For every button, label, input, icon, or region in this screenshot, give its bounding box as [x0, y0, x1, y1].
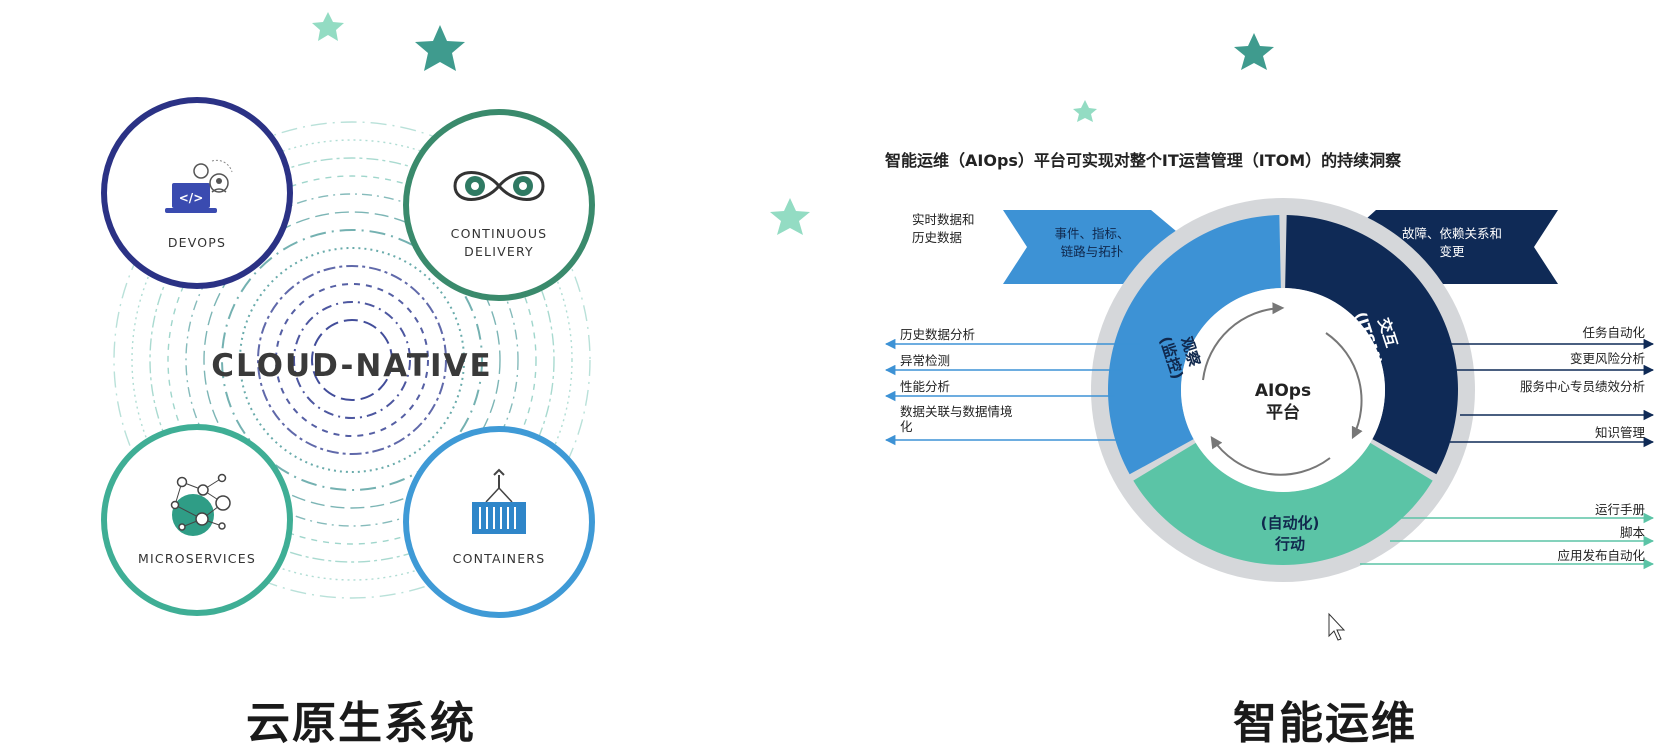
ripple-ring [293, 301, 411, 419]
star-icon [770, 198, 810, 235]
act-label-line2: 行动 [1274, 535, 1305, 553]
aiops-headline: 智能运维（AIOps）平台可实现对整个IT运营管理（ITOM）的持续洞察 [885, 151, 1402, 170]
act-automation-segment [1133, 442, 1433, 565]
devops-node: </> DEVOPS [101, 97, 293, 289]
mouse-cursor-icon [1328, 612, 1346, 641]
ripple-ring [275, 283, 429, 437]
microservices-node: MICROSERVICES [101, 424, 293, 616]
output-release-automation: 应用发布自动化 [1557, 548, 1645, 563]
ripple-ring [185, 193, 519, 527]
shipping-container-icon [472, 468, 526, 534]
aiops-center-line2: 平台 [1266, 402, 1300, 423]
observe-input-line1: 事件、指标、 [1054, 226, 1129, 241]
ripple-ring [221, 229, 483, 491]
aiops-center-line1: AIOps [1255, 381, 1311, 401]
engage-input-line1: 故障、依赖关系和 [1402, 226, 1502, 241]
act-label-line1: (自动化) [1261, 514, 1320, 532]
concentric-ripple-rings [113, 121, 591, 599]
output-runbook: 运行手册 [1595, 502, 1645, 517]
ripple-ring [149, 157, 555, 563]
output-task-automation: 任务自动化 [1582, 325, 1645, 340]
observe-monitor-segment [1108, 215, 1281, 475]
cloud-native-diagram: CLOUD-NATIVE </> DEVOPS [101, 97, 595, 618]
star-icon [312, 12, 344, 41]
output-knowledge-management: 知识管理 [1595, 425, 1646, 440]
act-output-arrows [1360, 512, 1655, 570]
data-source-line1: 实时数据和 [912, 212, 975, 227]
ripple-ring [167, 175, 537, 545]
continuous-delivery-line1: CONTINUOUS [451, 226, 548, 241]
output-anomaly-detection: 异常检测 [900, 353, 950, 368]
cloud-native-caption: 云原生系统 [246, 698, 476, 749]
output-agent-performance: 服务中心专员绩效分析 [1520, 379, 1645, 394]
continuous-delivery-line2: DELIVERY [464, 244, 534, 259]
engage-output-arrows [1440, 338, 1655, 448]
engage-itsm-segment [1285, 215, 1459, 475]
observe-input-line2: 链路与拓扑 [1061, 244, 1124, 259]
laptop-code-icon: </> [165, 159, 233, 213]
devops-label: DEVOPS [168, 235, 226, 250]
containers-node: CONTAINERS [403, 426, 595, 618]
ripple-ring [239, 247, 465, 473]
ripple-ring [257, 265, 447, 455]
aiops-diagram: 智能运维（AIOps）平台可实现对整个IT运营管理（ITOM）的持续洞察 事件、… [884, 151, 1655, 641]
output-data-correlation-line2: 化 [900, 419, 913, 434]
star-icon [415, 25, 465, 71]
network-nodes-icon [170, 473, 231, 536]
ripple-ring [203, 211, 501, 509]
output-scripts: 脚本 [1620, 525, 1646, 540]
containers-label: CONTAINERS [453, 551, 546, 566]
cloud-native-title: CLOUD-NATIVE [211, 348, 492, 384]
ripple-ring [311, 319, 393, 401]
observe-output-arrows [884, 338, 1140, 446]
ripple-ring [131, 139, 573, 581]
star-icon [1073, 100, 1097, 122]
output-change-risk: 变更风险分析 [1570, 351, 1645, 366]
svg-text:</>: </> [179, 191, 204, 205]
star-icon [1234, 33, 1274, 70]
engage-input-line2: 变更 [1439, 244, 1465, 259]
output-performance-analysis: 性能分析 [900, 379, 950, 394]
output-history-analysis: 历史数据分析 [900, 327, 975, 342]
data-source-line2: 历史数据 [912, 230, 962, 245]
decorative-stars [312, 12, 1274, 235]
infinity-gears-icon [453, 171, 545, 201]
aiops-caption: 智能运维 [1233, 698, 1417, 749]
microservices-label: MICROSERVICES [138, 551, 256, 566]
cycle-arrows-icon [1202, 302, 1363, 476]
continuous-delivery-node: CONTINUOUS DELIVERY [403, 109, 595, 301]
ripple-ring [113, 121, 591, 599]
output-data-correlation-line1: 数据关联与数据情境 [900, 404, 1013, 419]
